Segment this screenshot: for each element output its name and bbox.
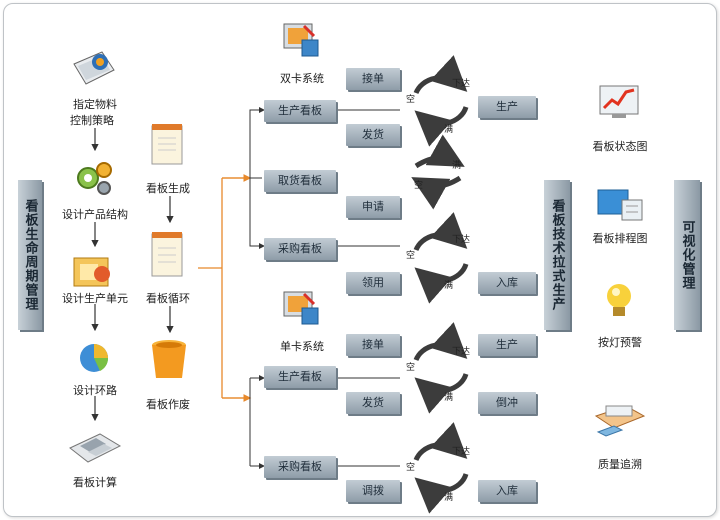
step-label: 设计生产单元	[62, 292, 128, 305]
light-bulb-icon	[607, 284, 631, 316]
step-label: 指定物料	[73, 98, 117, 111]
cycle-label-down: 满	[444, 493, 454, 503]
order-box: 接单	[346, 334, 400, 356]
ship-box: 发货	[346, 124, 400, 146]
produce-box: 生产	[478, 96, 536, 118]
schedule-chart-icon	[597, 189, 643, 221]
cycle-label-left: 空	[414, 181, 424, 191]
calculator-icon	[69, 433, 122, 463]
production-kanban-box: 生产看板	[264, 366, 336, 388]
visual-management-bar: 可视化管理	[674, 180, 700, 330]
kanban-step-label: 看板作废	[146, 398, 190, 411]
backflush-box: 倒冲	[478, 392, 536, 414]
cycle-label-left: 空	[406, 251, 416, 261]
cycle-dual-purchase	[413, 212, 469, 304]
visual-item-label: 质量追溯	[598, 458, 642, 471]
pull-production-bar: 看板技术拉式生产	[544, 180, 570, 330]
production-unit-icon	[73, 257, 110, 287]
lifecycle-bar: 看板生命周期管理	[18, 180, 42, 330]
cycle-label-down: 满	[444, 125, 454, 135]
production-kanban-box: 生产看板	[264, 100, 336, 122]
gears-icon	[77, 162, 112, 195]
cycle-label-left: 空	[406, 363, 416, 373]
order-box: 接单	[346, 68, 400, 90]
cycle-label-left: 空	[406, 463, 416, 473]
cycle-single-purchase	[413, 422, 469, 514]
quality-trace-icon	[594, 405, 646, 437]
warehouse-in-box: 入库	[478, 272, 536, 294]
notepad-icon	[151, 124, 183, 165]
cycle-dual-withdraw	[411, 134, 465, 210]
warehouse-in-box: 入库	[478, 480, 536, 502]
cycle-label-up: 下达	[452, 347, 471, 357]
branch-line	[198, 177, 248, 399]
apply-box: 申请	[346, 196, 400, 218]
requisition-box: 领用	[346, 272, 400, 294]
cycle-label-down: 满	[444, 281, 454, 291]
cycle-single-production	[413, 322, 469, 414]
cycle-label-left: 空	[406, 95, 416, 105]
transfer-box: 调拨	[346, 480, 400, 502]
visual-item-label: 看板状态图	[592, 140, 648, 153]
cycle-label-up: 下达	[452, 447, 471, 457]
produce-box: 生产	[478, 334, 536, 356]
purchase-kanban-box: 采购看板	[264, 456, 336, 478]
cycle-label-up: 下达	[452, 79, 471, 89]
cycle-dual-production	[413, 55, 469, 147]
step-label-cont: 控制策略	[70, 114, 114, 127]
step-label: 看板计算	[73, 476, 117, 489]
step-label: 设计环路	[73, 384, 117, 397]
computer-box-icon	[283, 23, 319, 57]
visual-item-label: 看板排程图	[592, 232, 648, 245]
purchase-kanban-box: 采购看板	[264, 238, 336, 260]
status-chart-icon	[599, 85, 639, 118]
loop-pie-icon	[80, 344, 109, 372]
strategy-book-icon	[73, 51, 115, 85]
cycle-label-up: 满	[452, 161, 462, 171]
single-system-label: 单卡系统	[280, 340, 324, 353]
computer-box-icon	[283, 291, 319, 325]
cycle-label-down: 满	[444, 393, 454, 403]
dual-system-label: 双卡系统	[280, 72, 324, 85]
step-label: 设计产品结构	[62, 208, 128, 221]
withdraw-kanban-box: 取货看板	[264, 170, 336, 192]
kanban-step-label: 看板生成	[146, 182, 190, 195]
cycle-label-up: 下达	[452, 235, 471, 245]
visual-item-label: 按灯预警	[598, 336, 642, 349]
kanban-step-label: 看板循环	[146, 292, 190, 305]
ship-box: 发货	[346, 392, 400, 414]
trash-bin-icon	[152, 340, 186, 378]
notepad-icon	[151, 232, 183, 277]
